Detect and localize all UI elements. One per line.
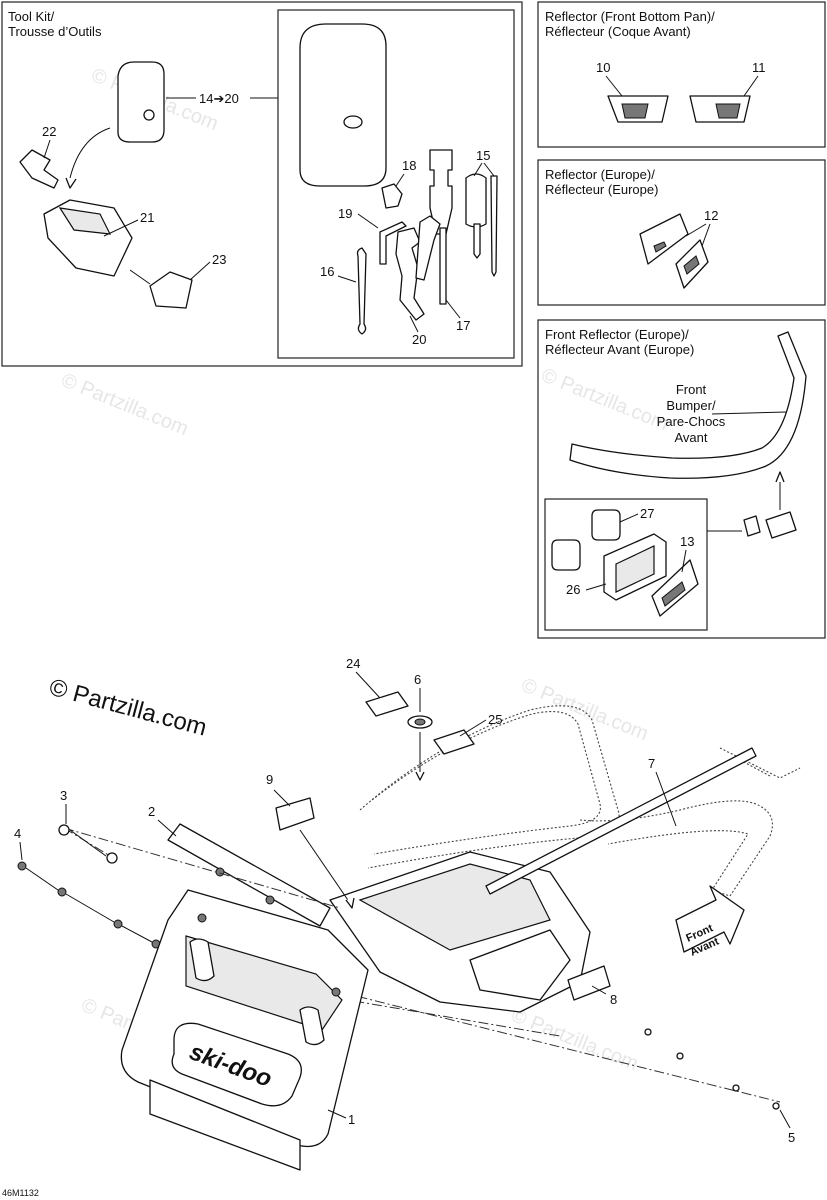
screw-part-5 [644, 1028, 652, 1036]
screwdriver-shaft [490, 175, 498, 277]
tool-kit-box: Tool Kit/ Trousse d’Outils 14➔20 22 21 2… [1, 1, 523, 367]
bumper-label-4: Avant [674, 430, 707, 445]
callout-8: 8 [610, 992, 617, 1007]
label-part-25 [433, 729, 475, 755]
label-part-24 [365, 691, 409, 717]
tool-kit-title-2: Trousse d’Outils [8, 24, 102, 39]
callout-24: 24 [346, 656, 360, 671]
reflector-europe-box: Reflector (Europe)/ Réflecteur (Europe) … [537, 159, 826, 306]
reflector-front-bottom-frame [537, 1, 826, 148]
clip-part-18 [381, 183, 403, 209]
callout-9: 9 [266, 772, 273, 787]
front-reflector-europe-title-2: Réflecteur Avant (Europe) [545, 342, 694, 357]
callout-3: 3 [60, 788, 67, 803]
callout-26: 26 [566, 582, 580, 597]
reflector-front-bottom-title-2: Réflecteur (Coque Avant) [545, 24, 691, 39]
callout-27: 27 [640, 506, 654, 521]
label-part-9 [275, 797, 315, 831]
front-direction-arrow: Front Avant [675, 885, 745, 959]
tool-kit-inner-frame [277, 9, 515, 359]
tool-kit-title-1: Tool Kit/ [8, 9, 55, 24]
holder-part-21 [43, 199, 133, 277]
callout-16: 16 [320, 264, 334, 279]
screwdriver-handle [465, 173, 487, 228]
reflector-clip [743, 515, 761, 537]
front-reflector-europe-box: Front Reflector (Europe)/ Réflecteur Ava… [537, 319, 826, 639]
main-assembly: © Partzilla.com 7 6 24 25 9 [14, 656, 801, 1171]
callout-18: 18 [402, 158, 416, 173]
watermark-text: © Partzilla.com [538, 364, 671, 435]
reflector-front-bottom-box: Reflector (Front Bottom Pan)/ Réflecteur… [537, 1, 826, 148]
callout-10: 10 [596, 60, 610, 75]
hex-key-part-19 [379, 221, 407, 265]
reflector-kit-frame [544, 498, 708, 631]
callout-7: 7 [648, 756, 655, 771]
front-arrow-shape [675, 885, 745, 953]
tool-pouch-large [299, 23, 387, 187]
bracket-part-27a [551, 539, 581, 571]
bumper-label-1: Front [676, 382, 707, 397]
brand-panel [171, 1022, 302, 1107]
callout-25: 25 [488, 712, 502, 727]
reflector-mount [765, 511, 797, 539]
front-reflector-europe-title-1: Front Reflector (Europe)/ [545, 327, 689, 342]
wrench-part-16 [356, 247, 367, 335]
reflector-part-12a [639, 213, 689, 265]
watermark-text: © Partzilla.com [518, 674, 651, 745]
callout-13: 13 [680, 534, 694, 549]
callout-21: 21 [140, 210, 154, 225]
callout-22: 22 [42, 124, 56, 139]
reflector-europe-title-2: Réflecteur (Europe) [545, 182, 658, 197]
label-part-23 [149, 271, 193, 309]
reflector-europe-frame [537, 159, 826, 306]
callout-19: 19 [338, 206, 352, 221]
pouch-logo-large [343, 115, 363, 129]
strap-part-22 [19, 149, 59, 189]
bumper-outline [359, 705, 620, 869]
callout-4: 4 [14, 826, 21, 841]
bumper-label-2: Bumper/ [666, 398, 716, 413]
callout-20: 20 [412, 332, 426, 347]
reflector-front-bottom-title-1: Reflector (Front Bottom Pan)/ [545, 9, 715, 24]
pouch-arrow [69, 127, 111, 179]
callout-1: 1 [348, 1112, 355, 1127]
callout-5: 5 [788, 1130, 795, 1145]
watermark-text: © Partzilla.com [508, 1004, 641, 1075]
pouch-arrowhead [65, 177, 77, 189]
copyright-text: © Partzilla.com [46, 674, 209, 742]
bolt-part-3 [58, 824, 70, 836]
reflector-europe-title-1: Reflector (Europe)/ [545, 167, 655, 182]
tool-pouch-small [117, 61, 165, 143]
bracket-part-27b [591, 509, 621, 541]
bumper-label-3: Pare-Chocs [657, 414, 726, 429]
callout-6: 6 [414, 672, 421, 687]
label-part-8 [567, 965, 611, 1001]
front-bumper [569, 331, 807, 479]
front-reflector-europe-frame [537, 319, 826, 639]
pouch-logo [143, 109, 155, 121]
callout-12: 12 [704, 208, 718, 223]
figure-code: 46M1132 [2, 1188, 39, 1198]
callout-15: 15 [476, 148, 490, 163]
watermark-text: © Partzilla.com [58, 369, 191, 440]
tool-kit-frame [1, 1, 523, 367]
screw-part-4 [17, 861, 27, 871]
callout-23: 23 [212, 252, 226, 267]
rod-part-17 [439, 227, 447, 305]
callout-11: 11 [752, 60, 766, 75]
strip-part-7 [485, 747, 757, 895]
range-label-14-20: 14➔20 [199, 91, 239, 106]
callout-17: 17 [456, 318, 470, 333]
callout-2: 2 [148, 804, 155, 819]
